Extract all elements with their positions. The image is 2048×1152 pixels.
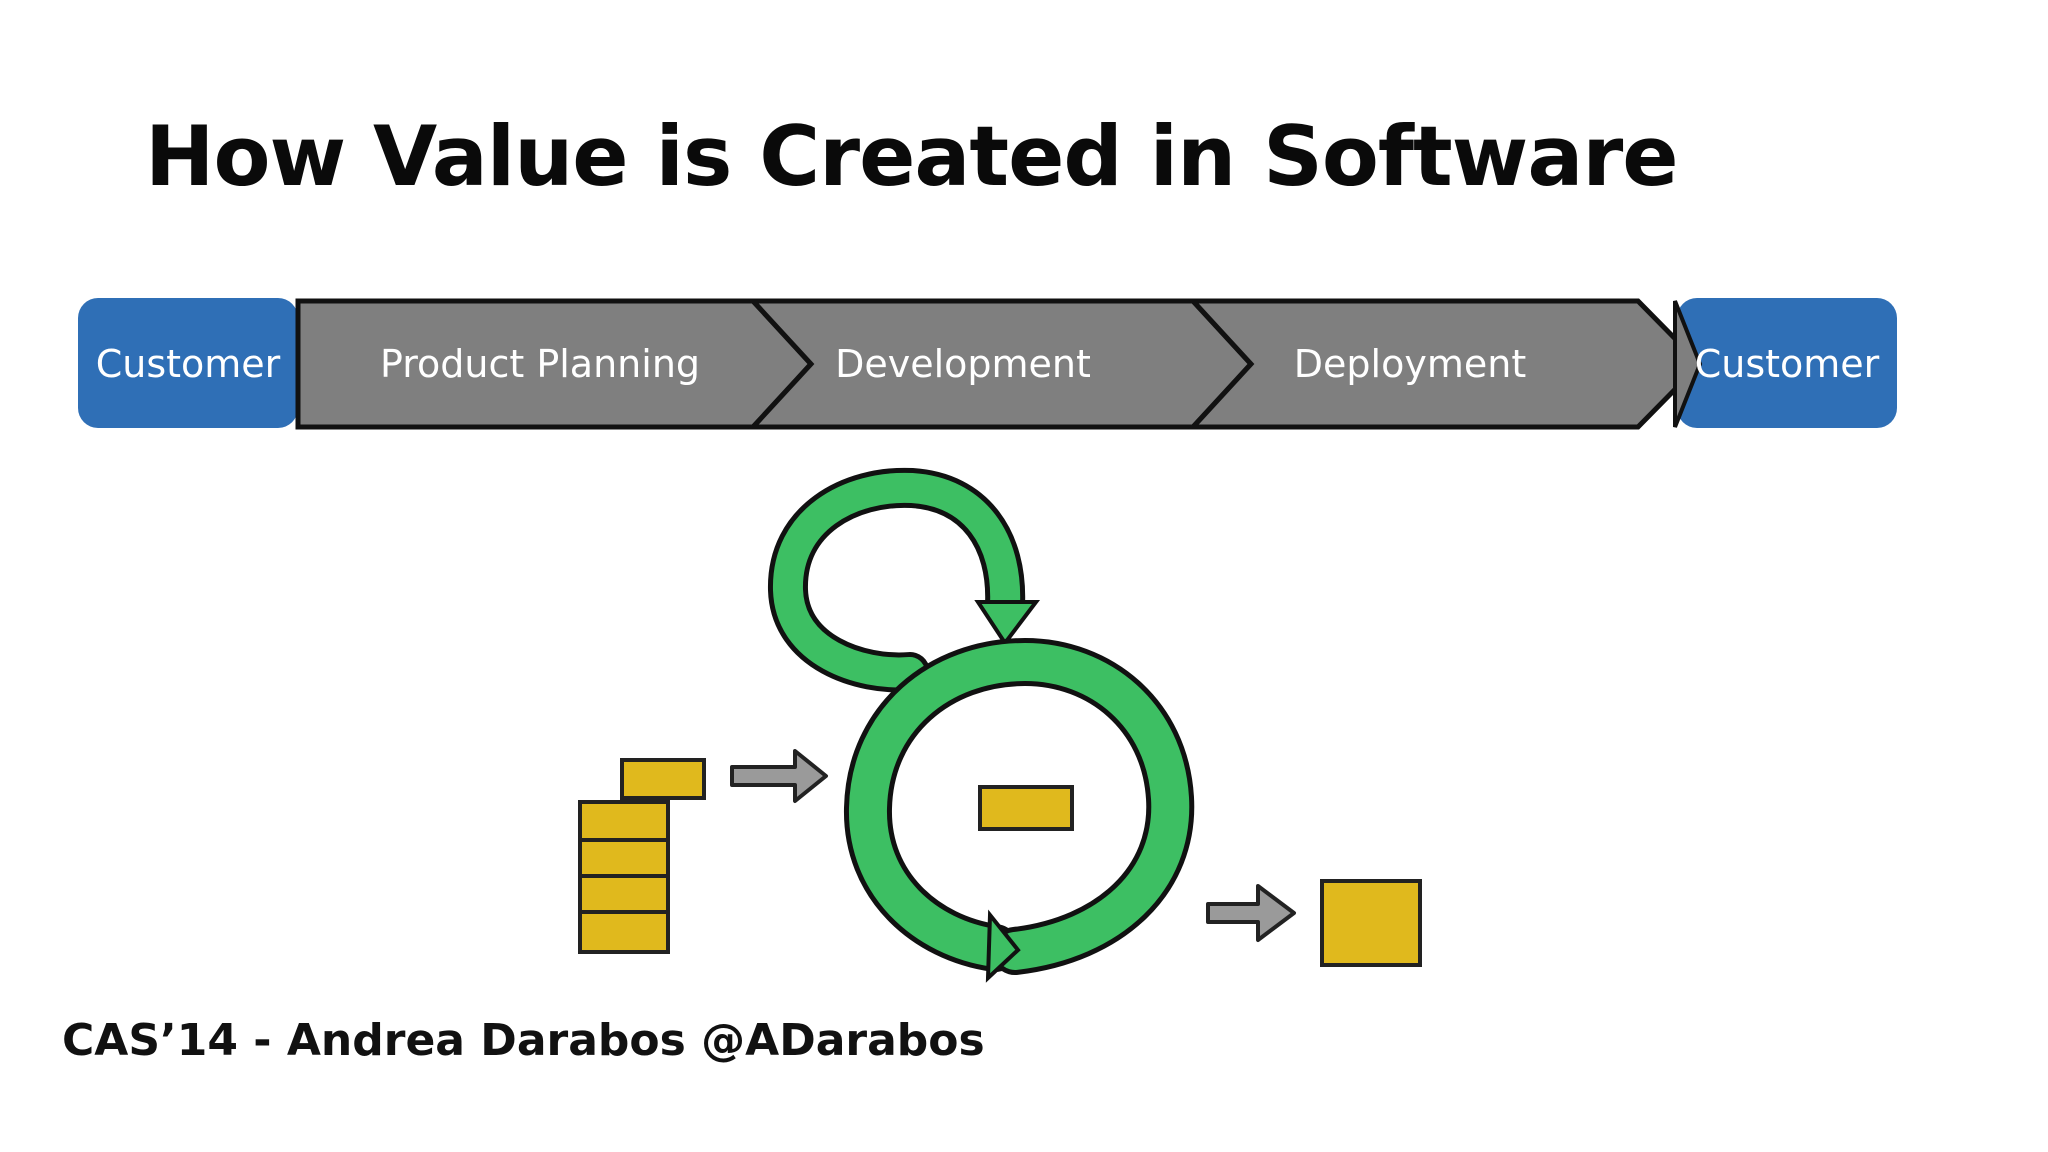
customer-start-node: Customer <box>78 298 298 428</box>
customer-end-node: Customer <box>1673 298 1897 428</box>
value-stream-diagram: Customer Product Planning Development De… <box>78 298 1897 430</box>
step-deployment: Deployment <box>1187 298 1704 430</box>
customer-start-label: Customer <box>96 342 281 386</box>
input-arrow-icon <box>730 749 828 803</box>
slide-title: How Value is Created in Software <box>145 108 1679 205</box>
step-product-planning: Product Planning <box>295 298 815 430</box>
work-item-stack-icon <box>578 758 706 954</box>
step-product-planning-label: Product Planning <box>380 342 700 386</box>
step-deployment-label: Deployment <box>1294 342 1526 386</box>
delivered-item-icon <box>1320 879 1422 967</box>
slide-footer: CAS’14 - Andrea Darabos @ADarabos <box>62 1015 985 1066</box>
iteration-loop-icon <box>768 467 1195 983</box>
iteration-illustration <box>578 467 1422 983</box>
step-development-label: Development <box>835 342 1091 386</box>
output-arrow-icon <box>1206 884 1296 942</box>
step-development: Development <box>747 298 1255 430</box>
customer-end-label: Customer <box>1695 342 1880 386</box>
work-item-in-progress-icon <box>978 785 1074 831</box>
